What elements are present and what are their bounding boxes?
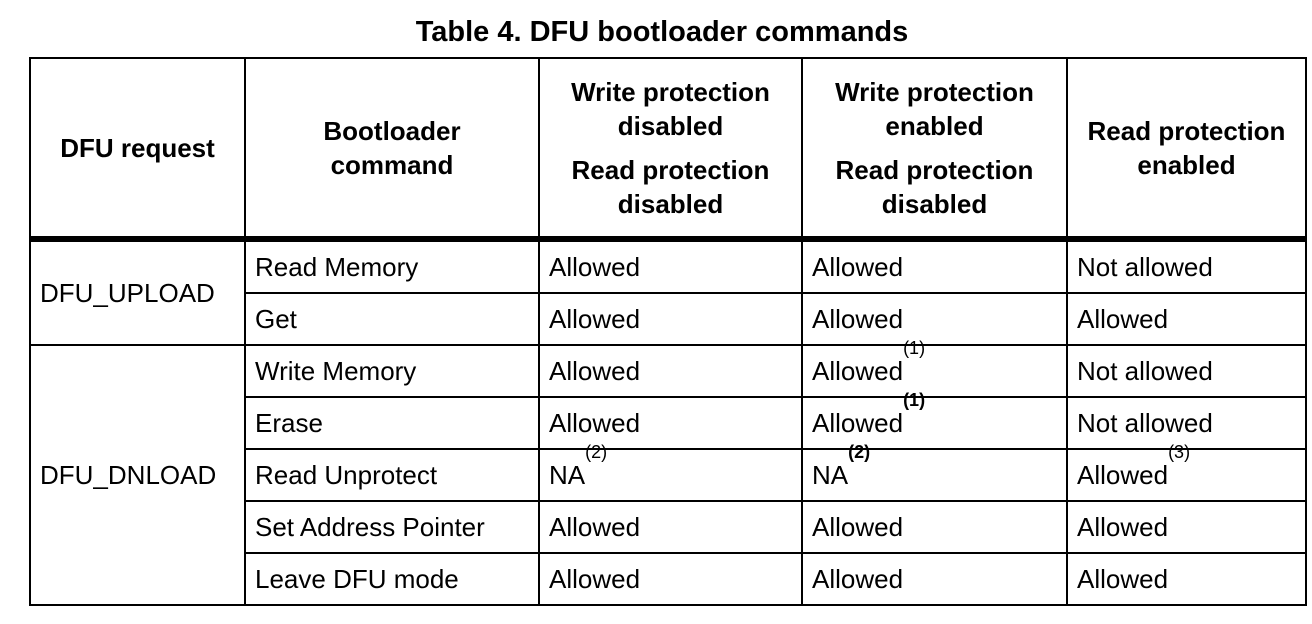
cell-command: Read Memory bbox=[244, 238, 540, 294]
table-row: Get Allowed Allowed Allowed bbox=[30, 292, 1307, 346]
header-rp-enabled: Read protection enabled bbox=[1066, 57, 1307, 240]
cell-rp-enabled: Allowed bbox=[1066, 552, 1307, 606]
request-dfu-dnload: DFU_DNLOAD bbox=[29, 344, 246, 606]
cell-wp-enabled: Allowed(1) bbox=[801, 339, 1068, 398]
request-dfu-upload: DFU_UPLOAD bbox=[29, 238, 246, 346]
cell-command: Set Address Pointer bbox=[244, 500, 540, 554]
table-row: DFU_UPLOAD Read Memory Allowed Allowed N… bbox=[29, 238, 1307, 346]
cell-wp-disabled: Allowed bbox=[538, 500, 803, 554]
cell-command: Erase bbox=[244, 396, 540, 450]
table-caption: Table 4. DFU bootloader commands bbox=[415, 16, 909, 48]
dfu-commands-table: DFU request Bootloader command Write pro… bbox=[29, 57, 1307, 606]
footnote-ref: (2) bbox=[848, 442, 871, 462]
cell-wp-enabled: NA(2) bbox=[801, 443, 1068, 502]
cell-wp-disabled: Allowed bbox=[538, 238, 803, 294]
cell-command: Leave DFU mode bbox=[244, 552, 540, 606]
header-dfu-request: DFU request bbox=[29, 57, 246, 240]
table-row: DFU_DNLOAD Write Memory Allowed Allowed(… bbox=[29, 339, 1307, 606]
cell-wp-enabled: Allowed bbox=[801, 292, 1068, 346]
footnote-ref: (1) bbox=[903, 338, 926, 358]
cell-wp-enabled: Allowed(1) bbox=[801, 391, 1068, 450]
cell-rp-enabled: Allowed bbox=[1066, 500, 1307, 554]
header-row: DFU request Bootloader command Write pro… bbox=[29, 57, 1307, 240]
cell-wp-enabled: Allowed bbox=[801, 500, 1068, 554]
table-row: Erase Allowed Allowed(1) Not allowed bbox=[30, 391, 1307, 450]
cell-rp-enabled: Allowed bbox=[1066, 292, 1307, 346]
header-bootloader-command: Bootloader command bbox=[244, 57, 540, 240]
cell-value: Allowed bbox=[812, 408, 904, 438]
cell-wp-disabled: Allowed bbox=[538, 396, 803, 450]
cell-value: NA bbox=[549, 460, 586, 490]
cell-rp-enabled: Not allowed bbox=[1066, 396, 1307, 450]
cell-command: Get bbox=[244, 292, 540, 346]
header-wp-disabled-rp-disabled: Write protection disabled Read protectio… bbox=[538, 57, 803, 240]
footnote-ref: (2) bbox=[585, 442, 608, 462]
cell-wp-disabled: NA(2) bbox=[538, 443, 803, 502]
cell-command: Write Memory bbox=[244, 344, 540, 398]
header-wp-enabled-rp-disabled: Write protection enabled Read protection… bbox=[801, 57, 1068, 240]
cell-command: Read Unprotect bbox=[244, 448, 540, 502]
cell-value: Allowed bbox=[812, 356, 904, 386]
cell-rp-enabled: Not allowed bbox=[1066, 344, 1307, 398]
cell-rp-enabled: Allowed(3) bbox=[1066, 443, 1307, 502]
table-row: Leave DFU mode Allowed Allowed Allowed bbox=[30, 552, 1307, 606]
footnote-ref: (3) bbox=[1168, 442, 1191, 462]
cell-rp-enabled: Not allowed bbox=[1066, 238, 1307, 294]
cell-wp-disabled: Allowed bbox=[538, 292, 803, 346]
footnote-ref: (1) bbox=[903, 390, 926, 410]
cell-value: NA bbox=[812, 460, 849, 490]
cell-wp-disabled: Allowed bbox=[538, 552, 803, 606]
cell-wp-enabled: Allowed bbox=[801, 552, 1068, 606]
cell-wp-disabled: Allowed bbox=[538, 344, 803, 398]
cell-wp-enabled: Allowed bbox=[801, 238, 1068, 294]
table-row: Set Address Pointer Allowed Allowed Allo… bbox=[30, 500, 1307, 554]
table-row: Read Unprotect NA(2) NA(2) Allowed(3) bbox=[30, 443, 1307, 502]
cell-value: Allowed bbox=[1077, 460, 1169, 490]
